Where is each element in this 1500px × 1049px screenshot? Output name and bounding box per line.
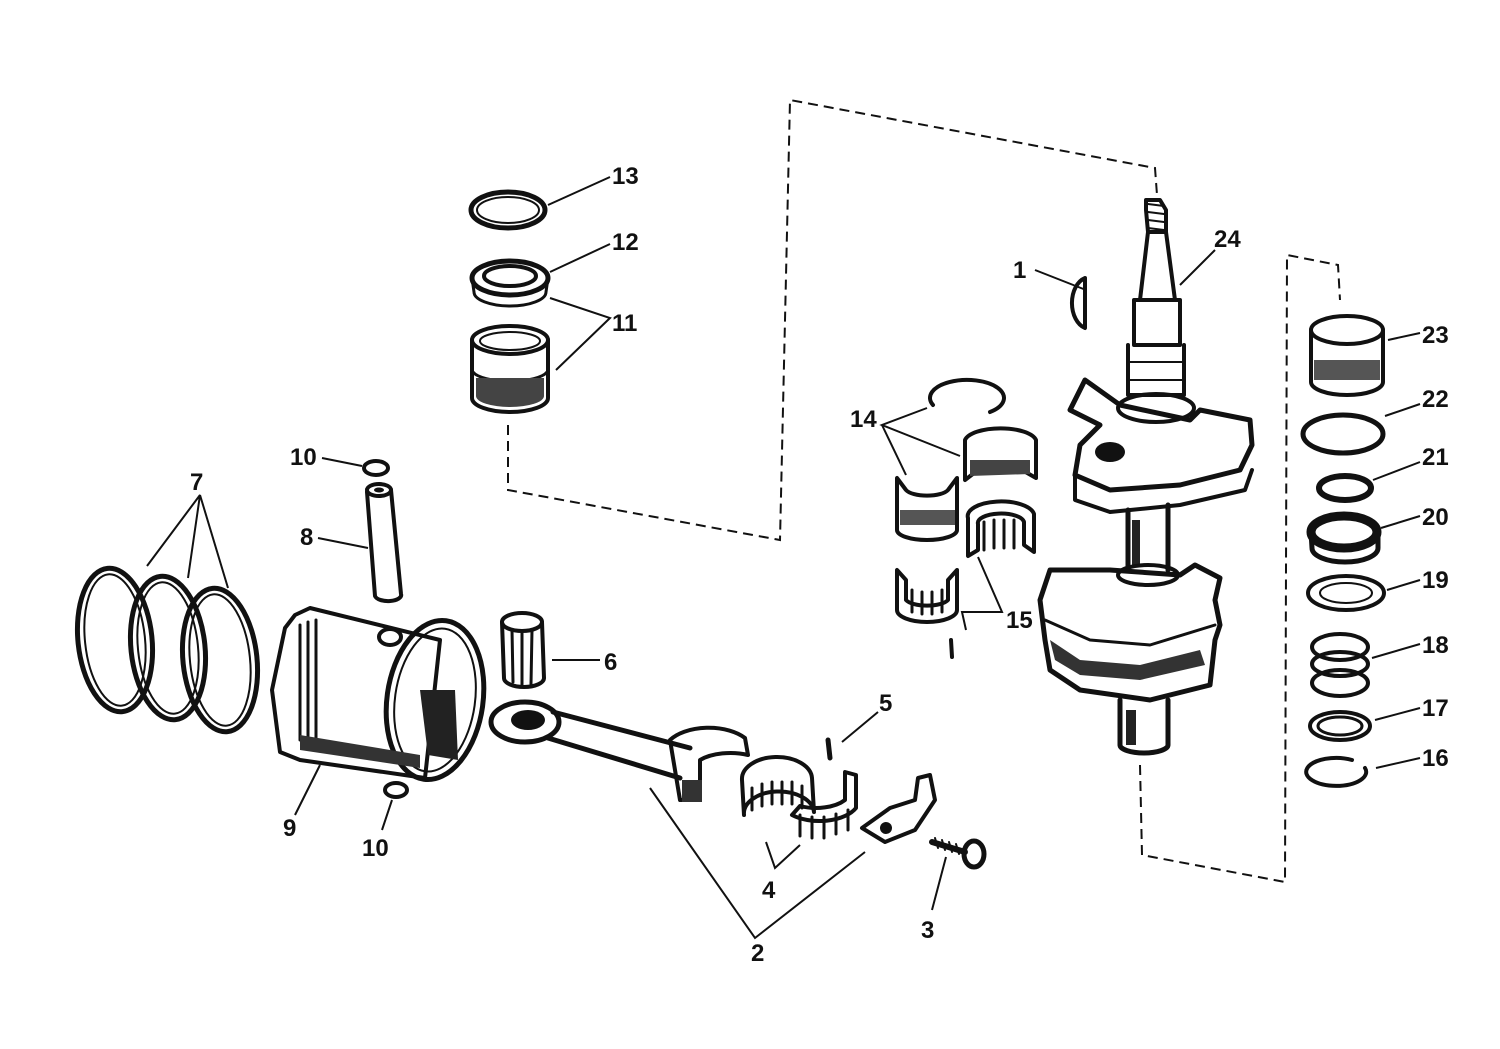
label-part-1: 1 — [1013, 257, 1026, 284]
leader-lines — [146, 176, 1421, 940]
label-part-19: 19 — [1422, 567, 1449, 594]
part-20-seal — [1306, 511, 1382, 565]
part-18-spring — [1310, 632, 1370, 698]
label-part-23: 23 — [1422, 322, 1449, 349]
label-part-4: 4 — [762, 877, 776, 904]
label-part-9: 9 — [283, 815, 296, 842]
part-17-ring — [1308, 710, 1372, 742]
label-part-20: 20 — [1422, 504, 1449, 531]
label-part-12: 12 — [612, 229, 639, 256]
part-5-dowel-pin — [825, 737, 833, 761]
label-part-10-upper: 10 — [290, 444, 317, 471]
part-16-snap-ring — [1304, 755, 1369, 788]
label-part-17: 17 — [1422, 695, 1449, 722]
part-4-bearing-halves — [739, 754, 858, 840]
label-part-16: 16 — [1422, 745, 1449, 772]
label-part-5: 5 — [879, 690, 892, 717]
part-24-crankshaft — [1037, 198, 1255, 756]
part-6-needle-bearing — [500, 611, 546, 689]
label-part-11: 11 — [612, 310, 637, 337]
part-13-ring — [468, 189, 548, 231]
part-10-clip-upper — [362, 459, 390, 477]
part-labels: 1 2 3 4 5 6 7 8 9 10 10 11 12 13 14 15 1… — [190, 163, 1449, 967]
label-part-3: 3 — [921, 917, 934, 944]
part-10-clip-lower — [383, 781, 409, 799]
label-part-24: 24 — [1214, 226, 1241, 253]
part-23-bearing — [1309, 314, 1385, 397]
assembly-guide-lines — [507, 98, 1341, 884]
part-8-piston-pin — [365, 482, 404, 604]
part-11-bearing — [470, 324, 550, 414]
part-1-woodruff-key — [1069, 276, 1087, 330]
label-part-15: 15 — [1006, 607, 1033, 634]
part-14-bearing-sleeves — [895, 377, 1038, 542]
label-part-6: 6 — [604, 649, 617, 676]
part-12-seal — [469, 258, 551, 308]
part-9-piston — [270, 606, 487, 783]
part-21-ring — [1316, 473, 1374, 503]
part-7-piston-rings — [74, 565, 261, 735]
label-part-7: 7 — [190, 469, 203, 496]
label-part-13: 13 — [612, 163, 639, 190]
part-15-needle-bearings — [895, 499, 1036, 659]
part-19-washer — [1306, 574, 1386, 612]
label-part-21: 21 — [1422, 444, 1449, 471]
part-22-ring — [1300, 412, 1386, 456]
label-part-2: 2 — [751, 940, 764, 967]
label-part-14: 14 — [850, 406, 877, 433]
label-part-18: 18 — [1422, 632, 1449, 659]
label-part-8: 8 — [300, 524, 313, 551]
label-part-10-lower: 10 — [362, 835, 389, 862]
part-3-cap-screw — [929, 837, 987, 870]
label-part-22: 22 — [1422, 386, 1449, 413]
part-2-connecting-rod — [488, 699, 937, 844]
